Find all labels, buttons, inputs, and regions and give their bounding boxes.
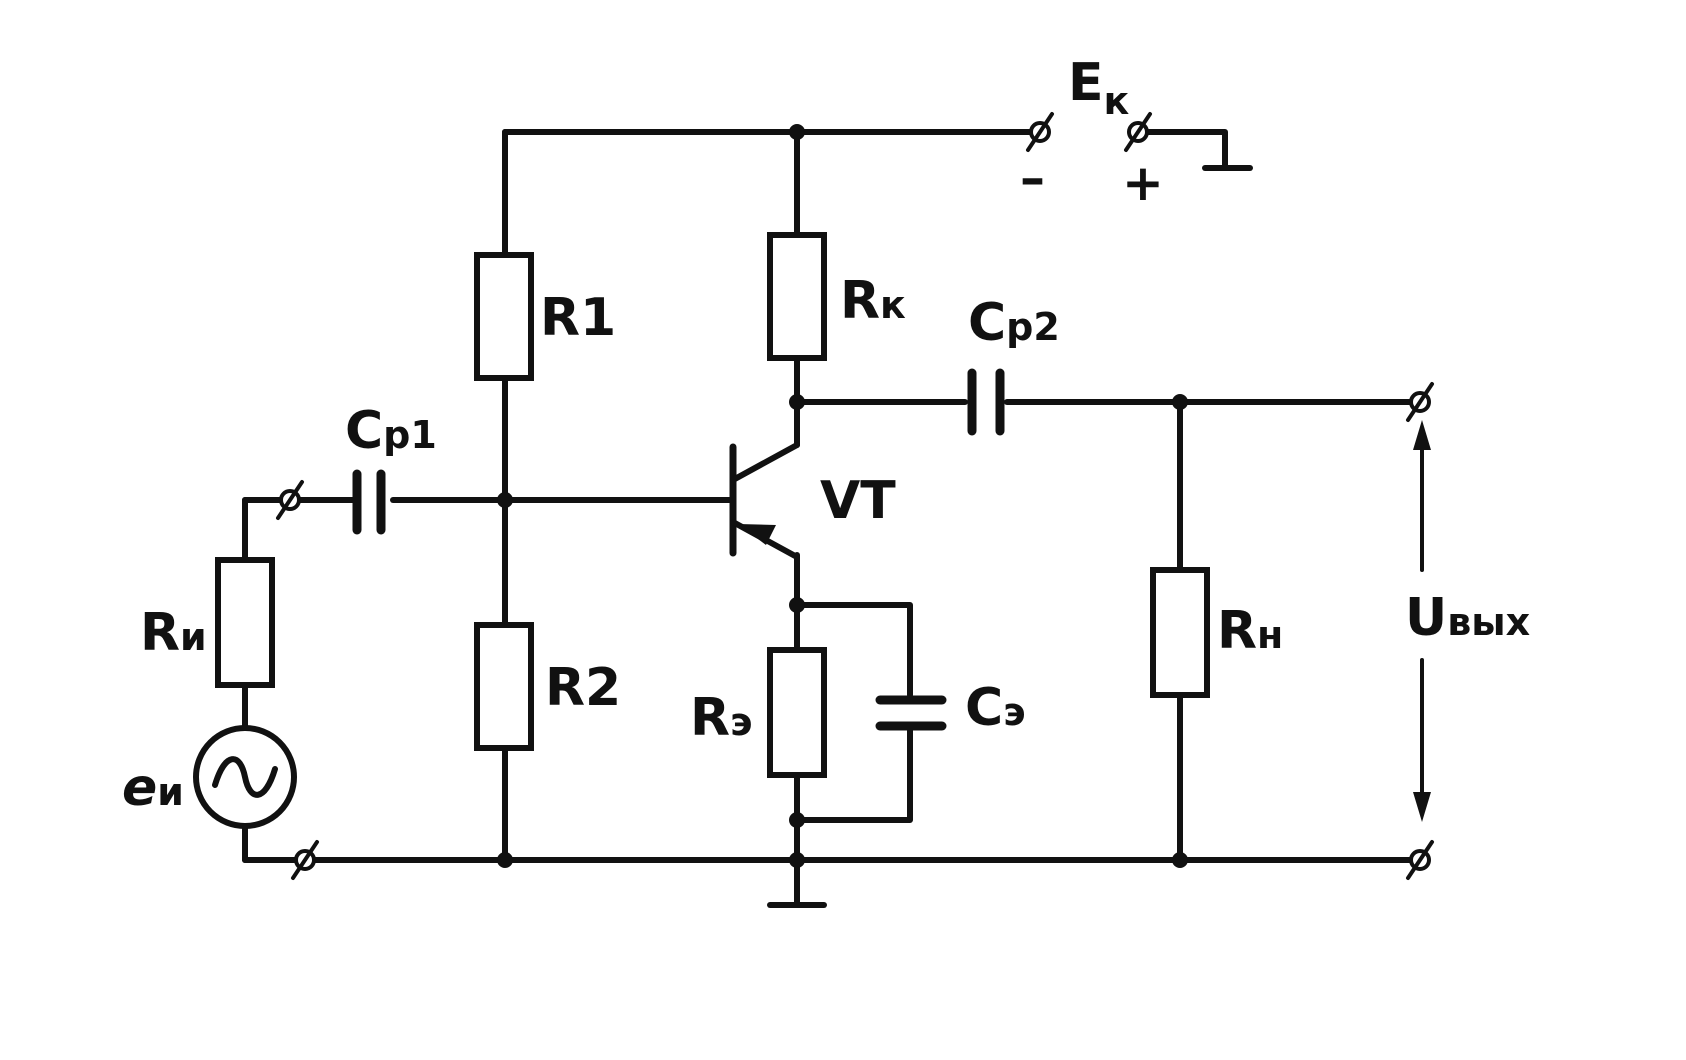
resistor-ri xyxy=(215,557,275,688)
label-plus: + xyxy=(1122,154,1164,212)
label-re: Rэ xyxy=(690,688,753,748)
resistor-rk xyxy=(767,232,827,361)
terminal-output-top xyxy=(1406,382,1434,422)
label-cp1: Cр1 xyxy=(345,401,437,461)
capacitor-cp2 xyxy=(967,368,1005,436)
label-ce: Cэ xyxy=(965,678,1026,738)
label-ei: eи xyxy=(122,758,184,818)
terminal-output-bottom xyxy=(1406,840,1434,880)
label-supply: Eк xyxy=(1068,53,1130,123)
resistor-rn xyxy=(1150,567,1210,698)
label-uout: Uвых xyxy=(1405,588,1530,648)
resistor-r1 xyxy=(474,252,534,381)
output-voltage-arrow xyxy=(1413,420,1431,822)
terminal-supply-minus xyxy=(1026,112,1054,152)
terminal-input-top xyxy=(276,480,304,520)
terminal-input-bottom xyxy=(291,840,319,880)
label-rn: Rн xyxy=(1217,601,1283,661)
label-r1: R1 xyxy=(540,288,616,348)
label-cp2: Cр2 xyxy=(968,293,1060,353)
resistor-re xyxy=(767,647,827,778)
resistor-r2 xyxy=(474,622,534,751)
junction-dots xyxy=(497,124,1188,868)
capacitor-cp1 xyxy=(352,469,386,535)
capacitor-ce xyxy=(875,695,947,731)
terminal-supply-plus xyxy=(1124,112,1152,152)
label-rk: Rк xyxy=(840,271,906,331)
label-vt: VT xyxy=(820,471,896,531)
label-ri: Rи xyxy=(140,603,207,663)
label-minus: – xyxy=(1020,149,1045,207)
ac-voltage-source-icon xyxy=(193,725,297,829)
label-r2: R2 xyxy=(545,658,621,718)
pnp-transistor-icon xyxy=(729,442,800,560)
